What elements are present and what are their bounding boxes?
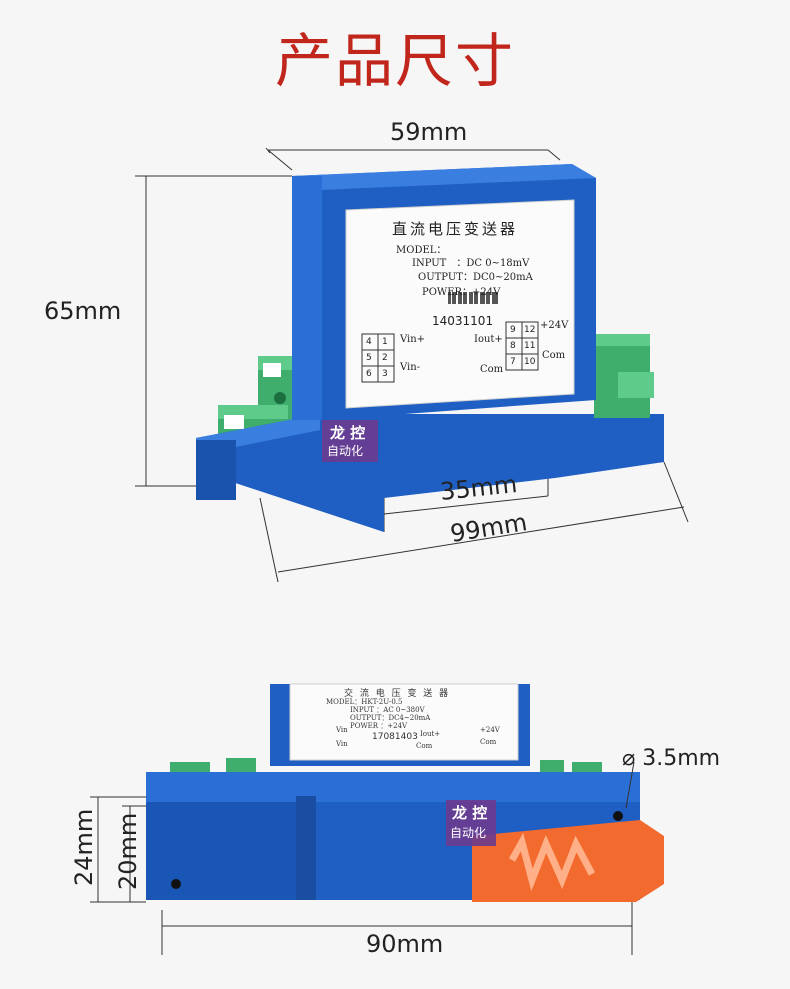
- bottom-label-vin2: Vin: [336, 740, 348, 748]
- pin-11: 11: [524, 341, 536, 351]
- pin-10: 10: [524, 357, 536, 367]
- dim-hole-value: 3.5mm: [642, 746, 721, 771]
- label-heading: 直流电压变送器: [392, 220, 519, 238]
- dim-hole: ⌀ 3.5mm: [622, 746, 720, 771]
- label-vin-minus: Vin-: [400, 362, 421, 373]
- bottom-label-model: MODEL：HKT-2U-0.5: [326, 698, 403, 706]
- din-base: [196, 414, 664, 532]
- bottom-label-serial: 17081403: [372, 732, 418, 742]
- label-power: POWER：+24V: [422, 287, 501, 298]
- bottom-view-housing: [146, 683, 664, 902]
- pin-9: 9: [510, 325, 516, 335]
- pin-7: 7: [510, 357, 516, 367]
- bottom-label-com1: Com: [416, 742, 433, 750]
- pin-2: 2: [382, 353, 388, 363]
- bottom-label-output: OUTPUT：DC4~20mA: [350, 714, 431, 722]
- pin-3: 3: [382, 369, 388, 379]
- pin-6: 6: [366, 369, 372, 379]
- bottom-label-power: POWER ：+24V: [350, 722, 408, 730]
- label-iout-plus: Iout+: [474, 334, 503, 345]
- label-com-left: Com: [480, 364, 504, 375]
- bottom-dimension-lines: [90, 761, 635, 955]
- bottom-label-heading: 交 流 电 压 变 送 器: [344, 689, 451, 699]
- label-input: INPUT ：DC 0~18mV: [412, 258, 530, 269]
- label-vin-plus: Vin+: [400, 334, 426, 345]
- pin-8: 8: [510, 341, 516, 351]
- dim-width: 59mm: [390, 118, 468, 146]
- watermark2-line1: 龙 控: [452, 804, 488, 822]
- dim-bottom-length: 90mm: [366, 930, 444, 958]
- bottom-label-iout: Iout+: [420, 730, 441, 738]
- watermark-badge-bottom: [446, 800, 496, 846]
- watermark2-line2: 自动化: [450, 826, 487, 840]
- label-plus24: +24V: [540, 320, 569, 331]
- right-terminal-blocks: [594, 334, 654, 418]
- watermark-badge-top: [322, 420, 378, 462]
- page-title: 产品尺寸: [274, 27, 515, 95]
- pin-12: 12: [524, 325, 536, 335]
- watermark-line2: 自动化: [327, 444, 364, 458]
- bottom-label-input: INPUT ：AC 0~380V: [350, 706, 425, 714]
- label-serial: 14031101: [432, 314, 494, 328]
- watermark-line1: 龙 控: [330, 424, 366, 442]
- bottom-label-plus24: +24V: [480, 726, 500, 734]
- device-label: [345, 199, 575, 409]
- bottom-label-com2: Com: [480, 738, 497, 746]
- pin-1: 1: [382, 337, 388, 347]
- label-com-right: Com: [542, 350, 566, 361]
- pin-4: 4: [366, 337, 372, 347]
- pin-5: 5: [366, 353, 372, 363]
- diameter-icon: ⌀: [622, 746, 643, 771]
- top-dimension-lines: [135, 147, 689, 583]
- dim-height-inner: 20mm: [114, 812, 142, 890]
- label-output: OUTPUT：DC0~20mA: [418, 272, 533, 283]
- label-model: MODEL：: [396, 245, 447, 256]
- dim-height-outer: 24mm: [70, 808, 98, 886]
- bottom-label-vin1: Vin: [336, 726, 348, 734]
- dim-height: 65mm: [44, 297, 122, 325]
